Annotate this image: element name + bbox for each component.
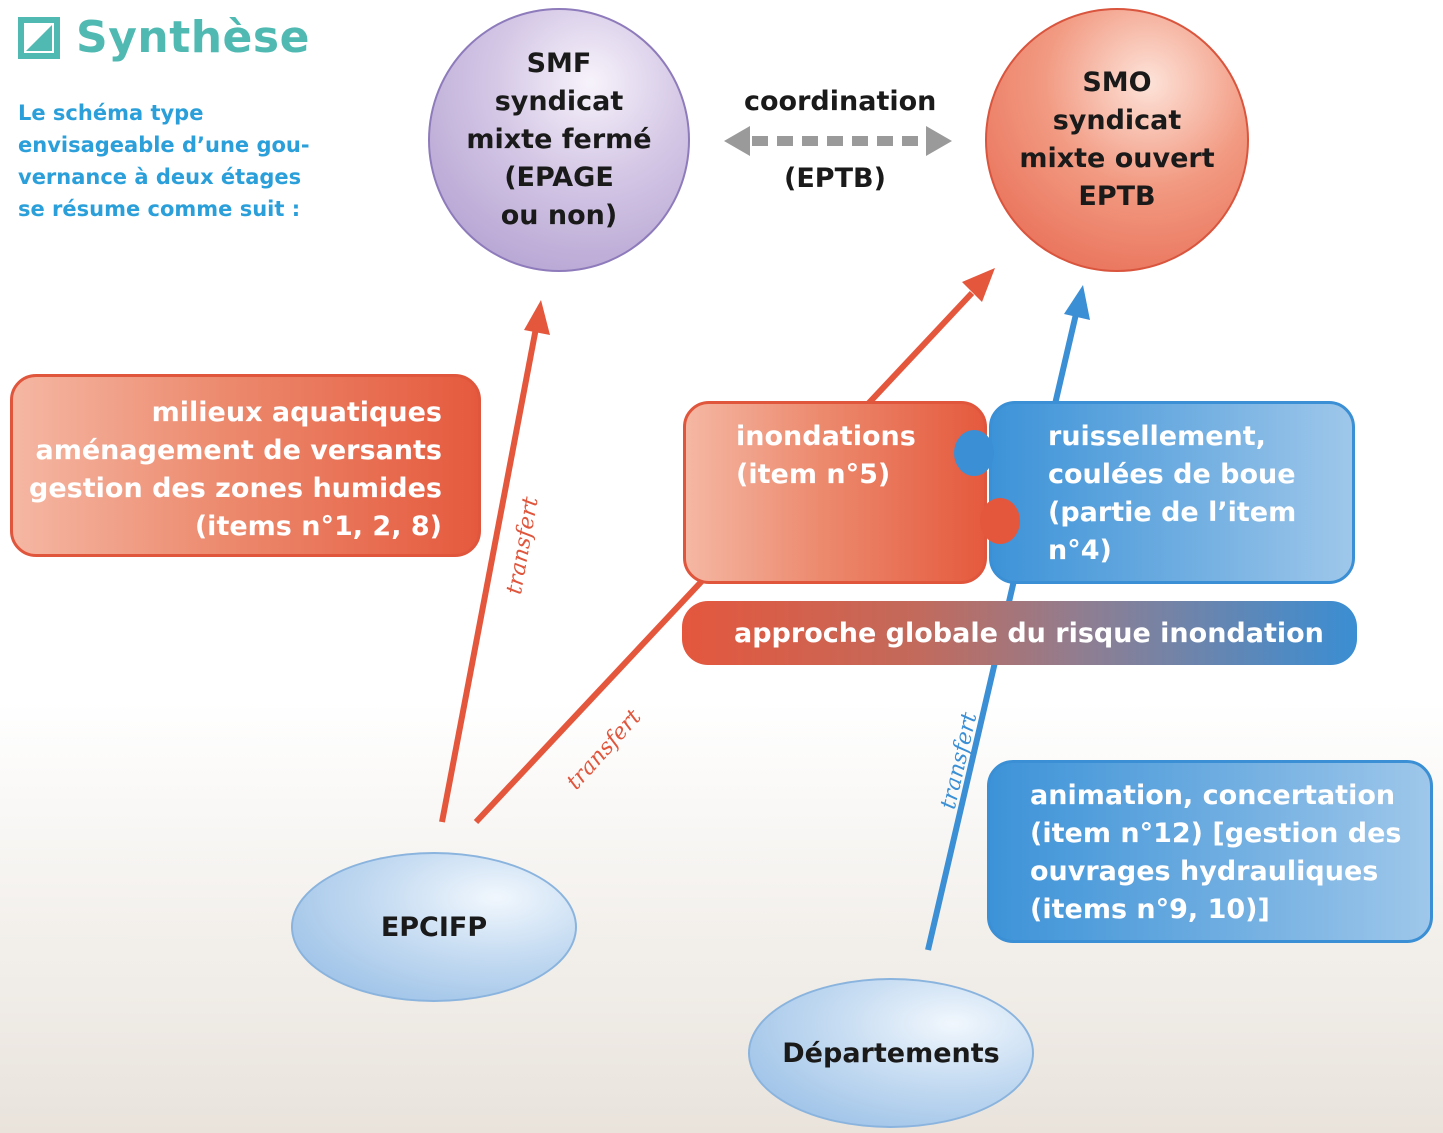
animation-line: (item n°12) [gestion des (1030, 818, 1402, 849)
section-square-icon (18, 16, 60, 59)
inondations-line: (item n°5) (736, 459, 891, 490)
animation-line: (items n°9, 10)] (1030, 894, 1270, 925)
smo-line: EPTB (1078, 181, 1156, 212)
smf-line: SMF (526, 48, 592, 79)
smo-line: syndicat (1052, 105, 1182, 136)
departements-ellipse: Départements (748, 978, 1034, 1128)
smf-circle: SMF syndicat mixte fermé (EPAGE ou non) (428, 8, 690, 272)
coordination-label: coordination (744, 86, 937, 117)
coordination-arrow-left-head (724, 126, 750, 156)
title-text: Synthèse (76, 12, 310, 63)
inondations-line: inondations (736, 421, 916, 452)
smf-line: syndicat (494, 86, 624, 117)
milieux-line: milieux aquatiques (151, 397, 442, 428)
ruissellement-line: ruissellement, (1048, 421, 1266, 452)
animation-line: animation, concertation (1030, 780, 1396, 811)
arrow-epcifp-smf (439, 327, 539, 823)
coordination-arrow-right-head (926, 126, 952, 156)
departements-label: Départements (782, 1037, 1000, 1069)
puzzle-knob-blue (954, 430, 994, 476)
intro-text: Le schéma type envisageable d’une gou- v… (18, 97, 348, 225)
intro-line: envisageable d’une gou- (18, 133, 310, 157)
smo-line: SMO (1082, 67, 1152, 98)
milieux-line: gestion des zones humides (29, 473, 442, 504)
intro-line: se résume comme suit : (18, 197, 301, 221)
milieux-line: (items n°1, 2, 8) (194, 511, 442, 542)
milieux-box: milieux aquatiques aménagement de versan… (10, 374, 481, 557)
smo-circle: SMO syndicat mixte ouvert EPTB (985, 8, 1249, 272)
epcifp-ellipse: EPCIFP (291, 852, 577, 1002)
puzzle-knob-red (980, 498, 1020, 544)
ruissellement-line: (partie de l’item (1048, 497, 1297, 528)
smf-line: (EPAGE (504, 162, 614, 193)
ruissellement-line: coulées de boue (1048, 459, 1296, 490)
smo-line: mixte ouvert (1019, 143, 1215, 174)
arrow-head-smf (524, 300, 550, 335)
arrow-head-smo-blue (1064, 285, 1090, 320)
intro-line: Le schéma type (18, 101, 204, 125)
smf-line: mixte fermé (466, 124, 652, 155)
milieux-line: aménagement de versants (35, 435, 442, 466)
smf-line: ou non) (500, 200, 618, 231)
arrow-head-smo-red (962, 268, 995, 302)
page-title: Synthèse (18, 12, 310, 63)
intro-line: vernance à deux étages (18, 165, 302, 189)
animation-box: animation, concertation (item n°12) [ges… (987, 760, 1433, 943)
animation-line: ouvrages hydrauliques (1030, 856, 1379, 887)
epcifp-label: EPCIFP (380, 911, 488, 943)
eptb-coordination-label: (EPTB) (784, 163, 886, 194)
ruissellement-box: ruissellement, coulées de boue (partie d… (989, 401, 1355, 584)
approche-globale-bar: approche globale du risque inondation (682, 601, 1357, 665)
ruissellement-line: n°4) (1048, 535, 1112, 566)
inondations-box: inondations (item n°5) (683, 401, 987, 584)
